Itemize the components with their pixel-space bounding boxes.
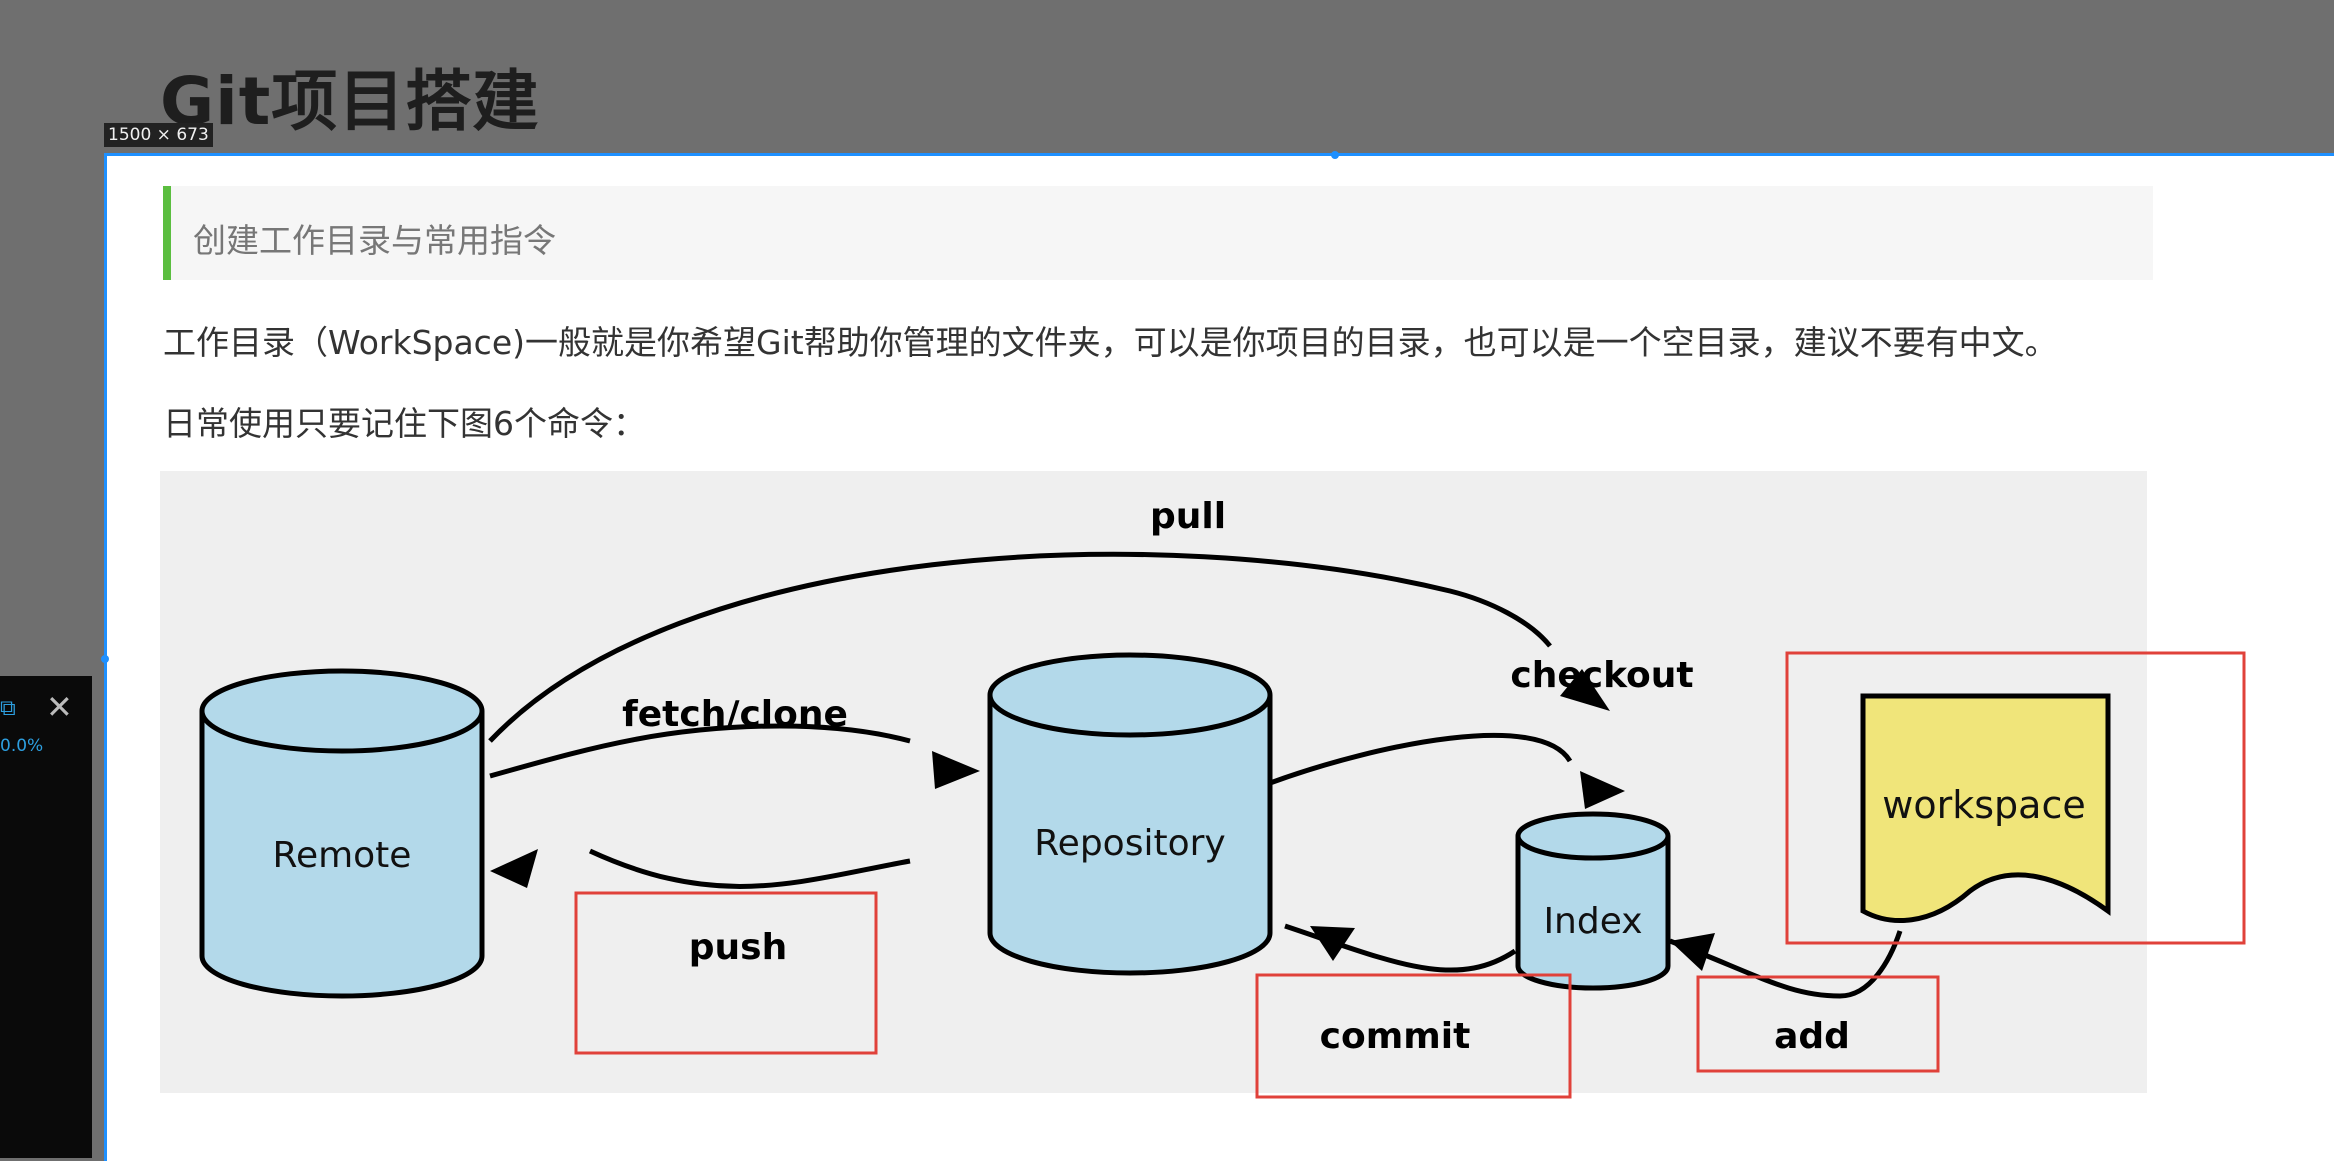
resize-handle-top[interactable] (1331, 151, 1339, 159)
external-link-icon[interactable]: ⧉ (0, 696, 16, 721)
add-label: add (1774, 1016, 1850, 1057)
push-arrowhead (490, 849, 538, 888)
git-workflow-diagram: Remote Repository Index workspace pull f… (160, 471, 2246, 1099)
pull-arrowhead (1560, 669, 1610, 711)
index-label: Index (1543, 901, 1642, 942)
push-label: push (689, 927, 787, 968)
highlight-commit (1255, 973, 1572, 1099)
highlight-add (1696, 975, 1940, 1073)
paragraph-commands: 日常使用只要记住下图6个命令： (163, 404, 646, 443)
pull-label: pull (1150, 496, 1226, 537)
workspace-label: workspace (1882, 783, 2085, 827)
arrow-heads (490, 669, 1715, 971)
size-tag: 1500 × 673 (104, 123, 213, 147)
fetch-clone-arrow (489, 723, 911, 779)
page-title: Git项目搭建 (160, 63, 540, 140)
repository-node (987, 652, 1273, 976)
commit-arrowhead (1310, 926, 1355, 961)
checkout-label: checkout (1510, 655, 1693, 696)
blockquote-text: 创建工作目录与常用指令 (193, 221, 556, 260)
highlight-push (574, 891, 878, 1055)
remote-node (199, 668, 485, 999)
workspace-node (1860, 693, 2111, 923)
close-icon[interactable]: ✕ (46, 688, 73, 726)
add-arrow (1669, 930, 1903, 999)
side-panel: ⧉ ✕ 0.0% (0, 676, 92, 1158)
paragraph-workspace: 工作目录（WorkSpace)一般就是你希望Git帮助你管理的文件夹，可以是你项… (163, 323, 2058, 362)
progress-percent: 0.0% (0, 736, 44, 756)
highlight-workspace (1785, 651, 2246, 945)
add-arrowhead (1670, 933, 1715, 971)
resize-handle-left[interactable] (101, 655, 109, 663)
pull-arrow (488, 551, 1552, 743)
checkout-arrowhead (1580, 771, 1625, 809)
highlight-boxes (574, 651, 2246, 1099)
commit-label: commit (1320, 1016, 1471, 1057)
push-arrow (588, 848, 911, 889)
repository-label: Repository (1034, 823, 1225, 864)
fetch-arrowhead (932, 751, 980, 789)
checkout-arrow (1269, 732, 1573, 786)
remote-label: Remote (273, 835, 412, 876)
blockquote: 创建工作目录与常用指令 (163, 186, 2153, 280)
fetch-clone-label: fetch/clone (622, 694, 848, 735)
